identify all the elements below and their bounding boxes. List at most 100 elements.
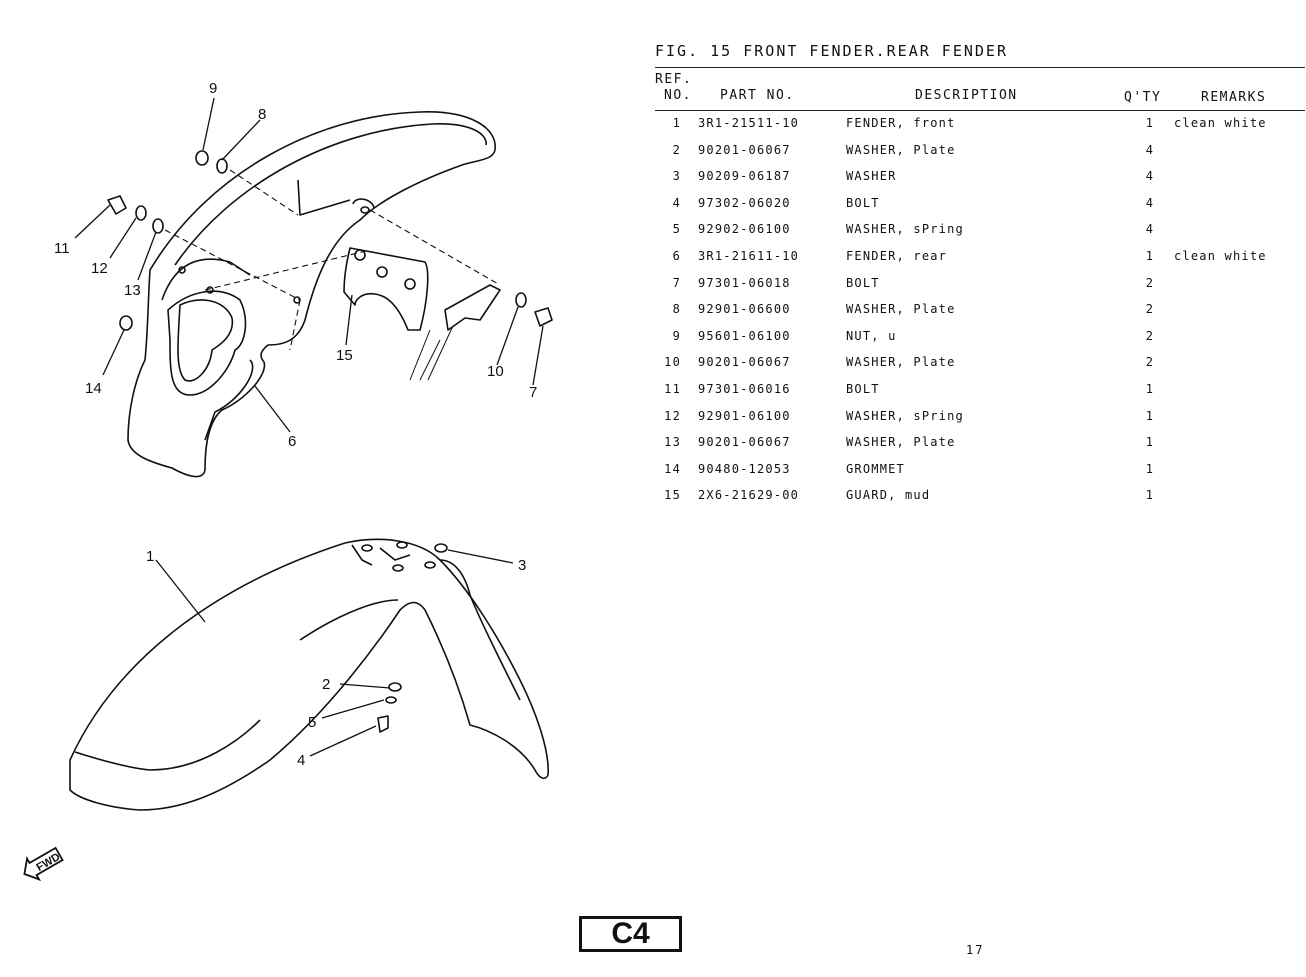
bracket-drawing bbox=[444, 284, 501, 331]
table-row: 15 2X6-21629-00 GUARD, mud 1 bbox=[655, 482, 1305, 509]
ref-cell: 2 bbox=[672, 142, 681, 157]
rear-fender-drawing bbox=[127, 111, 496, 478]
part-number-cell: 90201-06067 bbox=[698, 435, 791, 450]
page-number: 17 bbox=[966, 943, 985, 957]
header-qty: Q'TY bbox=[1124, 90, 1162, 105]
description-cell: WASHER, Plate bbox=[846, 302, 956, 317]
description-cell: WASHER bbox=[846, 169, 897, 184]
table-row: 5 92902-06100 WASHER, sPring 4 bbox=[655, 216, 1305, 243]
part-number-cell: 3R1-21611-10 bbox=[698, 248, 800, 263]
part-number-cell: 95601-06100 bbox=[698, 328, 791, 343]
quantity-cell: 1 bbox=[1145, 408, 1155, 423]
quantity-cell: 4 bbox=[1145, 169, 1155, 184]
header-remarks: REMARKS bbox=[1201, 90, 1267, 105]
exploded-parts-diagram: 9 8 11 12 13 14 15 10 7 6 1 3 2 5 4 FWD bbox=[23, 80, 553, 882]
description-cell: WASHER, Plate bbox=[846, 142, 956, 157]
part-number-cell: 92902-06100 bbox=[698, 222, 791, 237]
description-cell: GROMMET bbox=[846, 461, 905, 476]
callout-11: 11 bbox=[54, 240, 70, 257]
table-row: 11 97301-06016 BOLT 1 bbox=[655, 376, 1305, 403]
quantity-cell: 2 bbox=[1145, 355, 1155, 370]
description-cell: WASHER, sPring bbox=[846, 222, 964, 237]
part-number-cell: 2X6-21629-00 bbox=[698, 488, 800, 503]
remarks-cell: clean white bbox=[1174, 116, 1267, 130]
part-number-cell: 97301-06018 bbox=[698, 275, 791, 290]
description-cell: WASHER, sPring bbox=[846, 408, 964, 423]
part-number-cell: 3R1-21511-10 bbox=[698, 116, 800, 130]
description-cell: FENDER, rear bbox=[846, 248, 948, 263]
part-number-cell: 90201-06067 bbox=[698, 355, 791, 370]
quantity-cell: 4 bbox=[1145, 195, 1155, 210]
callout-9: 9 bbox=[209, 80, 217, 97]
callout-6: 6 bbox=[288, 433, 296, 450]
title-divider bbox=[655, 67, 1305, 68]
part-number-cell: 92901-06100 bbox=[698, 408, 791, 423]
ref-cell: 3 bbox=[672, 169, 681, 184]
ref-cell: 8 bbox=[672, 302, 681, 317]
quantity-cell: 1 bbox=[1145, 488, 1155, 503]
quantity-cell: 2 bbox=[1145, 275, 1155, 290]
table-row: 9 95601-06100 NUT, u 2 bbox=[655, 323, 1305, 350]
callout-12: 12 bbox=[91, 260, 108, 277]
page-code-box: C4 bbox=[579, 916, 682, 952]
description-cell: FENDER, front bbox=[846, 116, 956, 130]
callout-8: 8 bbox=[258, 106, 266, 123]
table-row: 2 90201-06067 WASHER, Plate 4 bbox=[655, 137, 1305, 164]
ref-cell: 4 bbox=[672, 195, 681, 210]
table-row: 14 90480-12053 GROMMET 1 bbox=[655, 456, 1305, 483]
remarks-cell: clean white bbox=[1174, 248, 1267, 263]
callout-10: 10 bbox=[487, 363, 504, 380]
part-number-cell: 90480-12053 bbox=[698, 461, 791, 476]
callout-13: 13 bbox=[124, 282, 141, 299]
table-row: 8 92901-06600 WASHER, Plate 2 bbox=[655, 296, 1305, 323]
ref-cell: 11 bbox=[664, 381, 681, 396]
part-number-cell: 97301-06016 bbox=[698, 381, 791, 396]
forward-arrow-icon: FWD bbox=[23, 846, 64, 882]
callout-1: 1 bbox=[146, 548, 154, 565]
quantity-cell: 2 bbox=[1145, 328, 1155, 343]
description-cell: NUT, u bbox=[846, 328, 897, 343]
ref-cell: 5 bbox=[672, 222, 681, 237]
description-cell: BOLT bbox=[846, 195, 880, 210]
description-cell: BOLT bbox=[846, 381, 880, 396]
quantity-cell: 4 bbox=[1145, 222, 1155, 237]
callout-5: 5 bbox=[308, 714, 316, 731]
quantity-cell: 4 bbox=[1145, 142, 1155, 157]
ref-cell: 1 bbox=[672, 116, 681, 130]
ref-cell: 7 bbox=[672, 275, 681, 290]
quantity-cell: 2 bbox=[1145, 302, 1155, 317]
ref-cell: 14 bbox=[664, 461, 681, 476]
callout-3: 3 bbox=[518, 557, 526, 574]
part-number-cell: 90201-06067 bbox=[698, 142, 791, 157]
header-part-no: PART NO. bbox=[720, 88, 795, 103]
front-fender-drawing bbox=[69, 538, 549, 811]
description-cell: BOLT bbox=[846, 275, 880, 290]
part-number-cell: 90209-06187 bbox=[698, 169, 791, 184]
ref-cell: 13 bbox=[664, 435, 681, 450]
header-ref-line2: NO. bbox=[664, 88, 692, 103]
callout-4: 4 bbox=[297, 752, 305, 769]
quantity-cell: 1 bbox=[1145, 381, 1155, 396]
description-cell: GUARD, mud bbox=[846, 488, 931, 503]
ref-cell: 15 bbox=[664, 488, 681, 503]
callout-15: 15 bbox=[336, 347, 353, 364]
hardware-drawing bbox=[107, 150, 553, 733]
table-row: 7 97301-06018 BOLT 2 bbox=[655, 270, 1305, 297]
ref-cell: 9 bbox=[672, 328, 681, 343]
callout-labels: 9 8 11 12 13 14 15 10 7 6 1 3 2 5 4 bbox=[54, 80, 537, 769]
part-number-cell: 92901-06600 bbox=[698, 302, 791, 317]
quantity-cell: 1 bbox=[1145, 461, 1155, 476]
ref-cell: 12 bbox=[664, 408, 681, 423]
quantity-cell: 1 bbox=[1145, 248, 1155, 263]
callout-7: 7 bbox=[529, 384, 537, 401]
table-row: 12 92901-06100 WASHER, sPring 1 bbox=[655, 403, 1305, 430]
callout-14: 14 bbox=[85, 380, 102, 397]
ref-cell: 10 bbox=[664, 355, 681, 370]
mud-guard-drawing bbox=[343, 247, 429, 331]
